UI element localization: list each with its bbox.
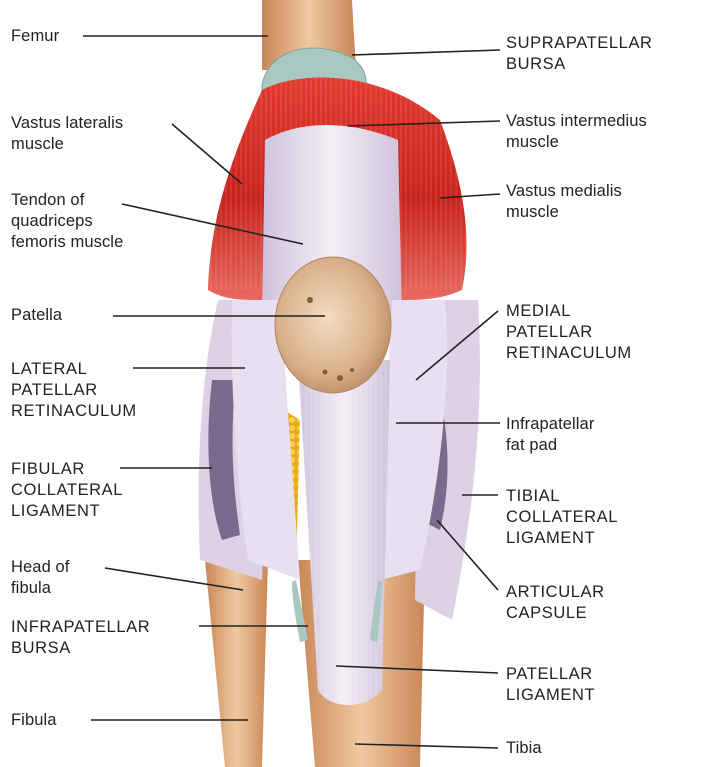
label-medial-patellar-retinaculum: MEDIAL PATELLAR RETINACULUM [506, 301, 632, 364]
leader-suprapatellar-bursa [352, 50, 500, 55]
label-infrapatellar-fat-pad: Infrapatellar fat pad [506, 414, 594, 456]
label-fibula: Fibula [11, 710, 57, 731]
label-femur: Femur [11, 26, 59, 47]
label-vastus-lateralis: Vastus lateralis muscle [11, 113, 123, 155]
label-infrapatellar-bursa: INFRAPATELLAR BURSA [11, 617, 150, 659]
label-tibia: Tibia [506, 738, 542, 759]
label-patella: Patella [11, 305, 62, 326]
leader-vastus-lateralis [172, 124, 242, 184]
label-vastus-intermedius: Vastus intermedius muscle [506, 111, 647, 153]
label-patellar-ligament: PATELLAR LIGAMENT [506, 664, 595, 706]
label-quadriceps-tendon: Tendon of quadriceps femoris muscle [11, 190, 123, 253]
label-vastus-medialis: Vastus medialis muscle [506, 181, 622, 223]
label-head-of-fibula: Head of fibula [11, 557, 70, 599]
label-tibial-collateral-ligament: TIBIAL COLLATERAL LIGAMENT [506, 486, 618, 549]
fibula-bone [205, 560, 268, 767]
label-lateral-patellar-retinaculum: LATERAL PATELLAR RETINACULUM [11, 359, 137, 422]
label-suprapatellar-bursa: SUPRAPATELLAR BURSA [506, 33, 653, 75]
patella-shape [275, 257, 391, 393]
label-fibular-collateral-ligament: FIBULAR COLLATERAL LIGAMENT [11, 459, 123, 522]
label-articular-capsule: ARTICULAR CAPSULE [506, 582, 605, 624]
